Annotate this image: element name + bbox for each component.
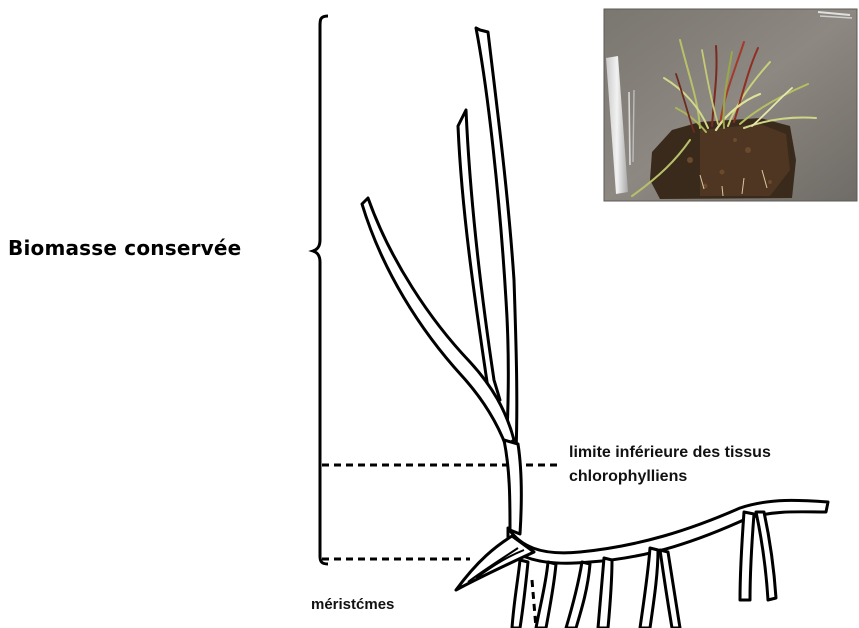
chlorophyll-limit-label-line2: chlorophylliens [569,465,771,489]
roots [512,512,776,628]
root [512,560,528,628]
root [536,562,556,628]
chlorophyll-limit-label-line1: limite inférieure des tissus [569,441,771,465]
stem [504,440,521,534]
root [740,512,754,600]
root [756,512,776,600]
biomass-bracket [313,16,328,564]
root [640,548,658,628]
root [598,558,612,628]
root [660,550,680,628]
chlorophyll-limit-label: limite inférieure des tissus chlorophyll… [569,441,771,489]
root [566,562,590,628]
meristem-label: méristćmes [311,596,394,613]
photo-inset [604,9,857,201]
leaf-left [362,198,514,446]
biomass-label: Biomasse conservée [8,236,241,260]
root-dashed-line [532,580,536,628]
